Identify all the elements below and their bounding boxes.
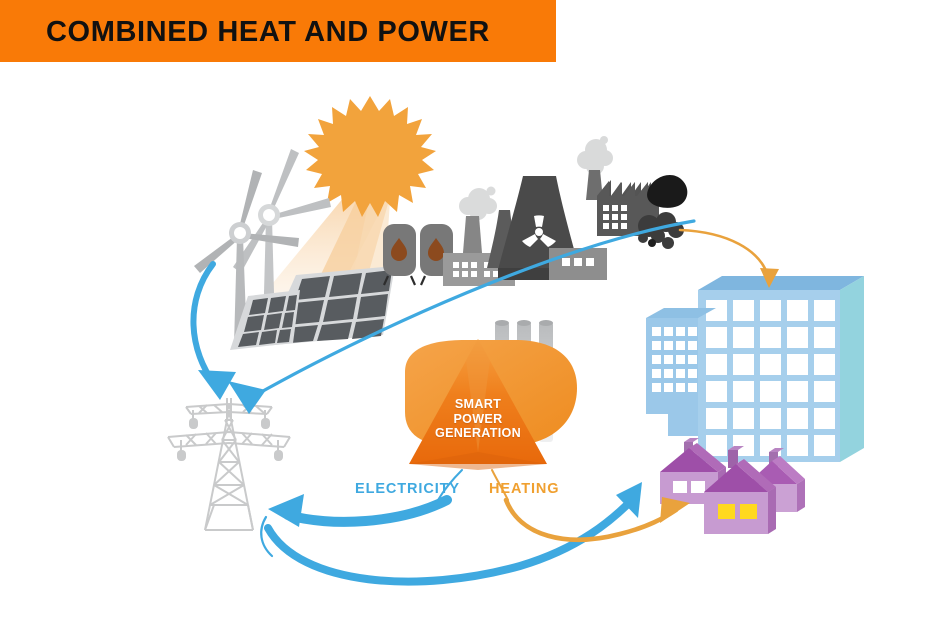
electricity-to-grid-arrow — [268, 494, 452, 527]
label-electricity: ELECTRICITY — [355, 481, 460, 497]
sun-icon — [304, 96, 436, 217]
smoke-puffs — [577, 136, 613, 175]
solar-panels-icon — [230, 266, 395, 350]
electricity-sources-arrow — [228, 219, 696, 414]
renewables-to-grid-arrow — [190, 261, 236, 400]
electricity-return-line — [260, 515, 274, 558]
spg-line-1: SMART — [454, 397, 502, 411]
coal-power-plant-icon — [577, 136, 688, 249]
triangle-shape — [409, 339, 547, 464]
coal-pile — [647, 175, 688, 208]
heating-connector-line — [491, 469, 509, 501]
heating-to-consumers-arrow — [503, 497, 690, 542]
radiation-symbol-icon — [522, 215, 556, 247]
spg-line-2: POWER — [453, 411, 503, 426]
spg-line-3: GENERATION — [434, 426, 522, 440]
label-heating: HEATING — [489, 481, 560, 497]
oil-gas-tanks-icon — [382, 224, 454, 286]
page-title: COMBINED HEAT AND POWER — [46, 16, 490, 48]
wind-turbines-icon — [194, 149, 331, 345]
header-band — [0, 0, 556, 62]
smart-power-generation-label: SMART POWER GENERATION — [428, 397, 528, 441]
office-buildings-icon — [646, 276, 864, 462]
smart-power-generation-unit — [405, 320, 577, 470]
electricity-to-consumers-arrow — [264, 482, 642, 586]
smoke-puffs — [459, 186, 497, 220]
electricity-connector-line — [437, 469, 463, 501]
heat-to-building-arrow — [678, 228, 779, 288]
houses-icon — [660, 438, 805, 534]
